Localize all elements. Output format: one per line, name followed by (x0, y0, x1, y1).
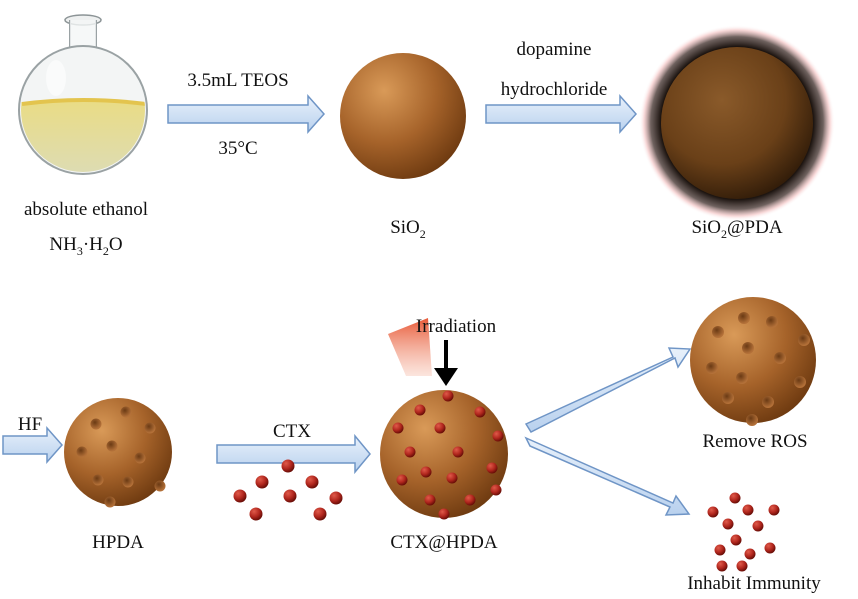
temperature-label: 35°C (218, 138, 257, 159)
remove-ros-particle (690, 297, 816, 426)
hf-label: HF (18, 414, 42, 435)
pore (134, 452, 146, 464)
drug-molecule (452, 446, 464, 458)
released-drug-cluster (707, 492, 780, 572)
drug-molecule (438, 508, 450, 520)
pore (798, 334, 810, 346)
hpda-particle (64, 398, 172, 508)
hydrochloride-label: hydrochloride (501, 79, 608, 100)
sio2-label: SiO2 (390, 217, 426, 241)
pore (154, 480, 166, 492)
drug-molecule (249, 507, 263, 521)
drug-molecule (329, 491, 343, 505)
sio2-particle (340, 53, 466, 179)
sio2-pda-particle (661, 47, 813, 199)
pore (104, 496, 116, 508)
arrow-dopamine (485, 94, 638, 134)
ctx-hpda-particle (380, 390, 508, 520)
pore (706, 362, 718, 374)
pore (76, 446, 88, 458)
drug-molecule (283, 489, 297, 503)
arrow-to-remove-ros (524, 347, 692, 433)
drug-molecule (464, 494, 476, 506)
irradiation-label: Irradiation (416, 316, 497, 337)
arrow-ctx (216, 433, 371, 475)
drug-molecule (486, 462, 498, 474)
dopamine-label: dopamine (517, 39, 592, 60)
drug-molecule (255, 475, 269, 489)
drug-molecule (764, 542, 776, 554)
drug-molecule (768, 504, 780, 516)
drug-molecule (492, 430, 504, 442)
laser-beam-icon (388, 318, 432, 376)
drug-molecule (442, 390, 454, 402)
drug-molecule (233, 489, 247, 503)
drug-molecule (313, 507, 327, 521)
pore (144, 422, 156, 434)
arrow-hf (2, 426, 64, 464)
pore (90, 418, 102, 430)
pore (122, 476, 134, 488)
down-arrow-icon (434, 340, 458, 386)
sio2-pda-label: SiO2@PDA (691, 217, 782, 241)
pore (106, 440, 118, 452)
drug-molecule (420, 466, 432, 478)
drug-molecule (434, 422, 446, 434)
drug-molecule (392, 422, 404, 434)
drug-molecule (752, 520, 764, 532)
drug-molecule (714, 544, 726, 556)
pore (774, 352, 786, 364)
drug-molecule (396, 474, 408, 486)
drug-molecule (404, 446, 416, 458)
reagent-ethanol-label: absolute ethanol (24, 199, 148, 220)
drug-molecule (414, 404, 426, 416)
round-bottom-flask-icon (18, 14, 148, 175)
arrow-to-inhabit-immunity (524, 436, 691, 516)
drug-molecule (490, 484, 502, 496)
teos-label: 3.5mL TEOS (187, 70, 288, 91)
ctx-drug-cluster (233, 459, 343, 521)
reagent-ammonia-label: NH3·H2O (49, 234, 122, 258)
pore (762, 396, 774, 408)
drug-molecule (424, 494, 436, 506)
pore (746, 414, 758, 426)
drug-molecule (742, 504, 754, 516)
drug-molecule (744, 548, 756, 560)
drug-molecule (707, 506, 719, 518)
pore (738, 312, 750, 324)
remove-ros-label: Remove ROS (702, 431, 807, 452)
arrow-teos (167, 94, 326, 134)
drug-molecule (305, 475, 319, 489)
pore (120, 406, 132, 418)
drug-molecule (729, 492, 741, 504)
inhabit-immunity-label: Inhabit Immunity (687, 573, 821, 594)
ctx-hpda-label: CTX@HPDA (390, 532, 498, 553)
pore (794, 376, 806, 388)
pore (712, 326, 724, 338)
drug-molecule (716, 560, 728, 572)
drug-molecule (736, 560, 748, 572)
hpda-label: HPDA (92, 532, 144, 553)
ctx-label: CTX (273, 421, 311, 442)
drug-molecule (474, 406, 486, 418)
pore (766, 316, 778, 328)
drug-molecule (281, 459, 295, 473)
pore (92, 474, 104, 486)
drug-molecule (730, 534, 742, 546)
pore (722, 392, 734, 404)
drug-molecule (722, 518, 734, 530)
pore (736, 372, 748, 384)
pore (742, 342, 754, 354)
drug-molecule (446, 472, 458, 484)
